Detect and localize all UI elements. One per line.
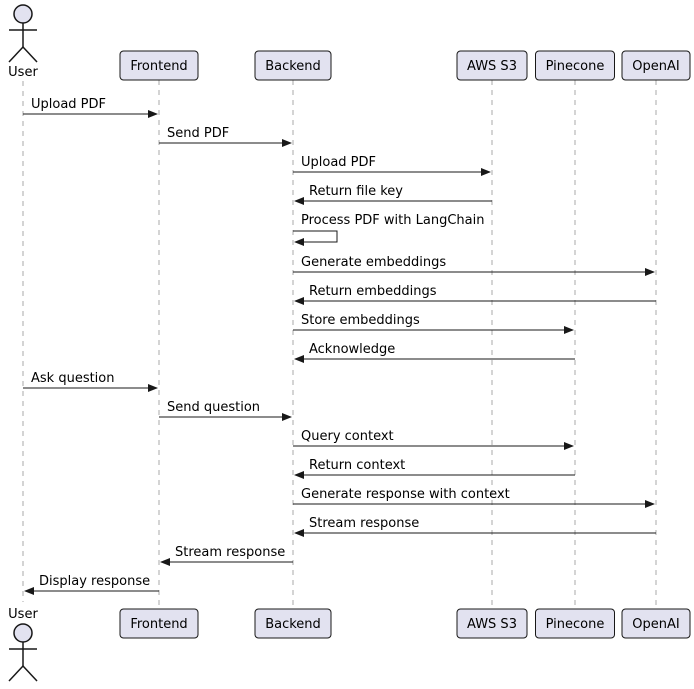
arrowhead-left-icon [294, 297, 304, 305]
message-14-stream-response [294, 529, 656, 537]
arrowhead-right-icon [564, 442, 574, 450]
arrowhead-left-icon [294, 471, 304, 479]
participant-label-bottom-backend: Backend [265, 617, 321, 632]
message-0-upload-pdf [23, 110, 158, 118]
self-message-line [293, 230, 338, 243]
message-label: Send question [167, 400, 260, 415]
actor-leg-right [22, 46, 38, 63]
participant-label-bottom-pinecone: Pinecone [546, 617, 605, 632]
participant-box-top-backend [254, 50, 332, 81]
message-5-generate-embeddings [293, 268, 655, 276]
arrowhead-right-icon [148, 110, 158, 118]
message-12-return-context [294, 471, 575, 479]
actor-leg-left [8, 665, 24, 682]
participant-box-top-aws-s3 [456, 50, 528, 81]
actor-figure-bottom-user [8, 623, 38, 682]
message-label: Acknowledge [309, 342, 395, 357]
message-1-send-pdf [159, 139, 292, 147]
message-16-display-response [24, 587, 159, 595]
message-label: Return context [309, 458, 405, 473]
message-label: Stream response [175, 545, 285, 560]
actor-leg-left [8, 46, 24, 63]
actor-head [13, 623, 33, 643]
message-7-store-embeddings [293, 326, 574, 334]
participant-box-bottom-pinecone [535, 608, 615, 639]
arrowhead-left-icon [294, 355, 304, 363]
participant-box-top-openai [621, 50, 691, 81]
participant-box-top-frontend [119, 50, 199, 81]
arrowhead-right-icon [282, 413, 292, 421]
message-8-acknowledge [294, 355, 575, 363]
arrowhead-right-icon [148, 384, 158, 392]
message-3-return-file-key [294, 197, 492, 205]
message-11-query-context [293, 442, 574, 450]
participant-box-bottom-openai [621, 608, 691, 639]
arrowhead-right-icon [564, 326, 574, 334]
arrowhead-left-icon [294, 529, 304, 537]
message-4-process-pdf-with-langchain [293, 230, 338, 246]
participant-box-bottom-aws-s3 [456, 608, 528, 639]
message-10-send-question [159, 413, 292, 421]
message-label: Return file key [309, 184, 403, 199]
message-13-generate-response-with-context [293, 500, 655, 508]
message-label: Return embeddings [309, 284, 437, 299]
participant-label-top-frontend: Frontend [130, 59, 187, 74]
participant-label-bottom-openai: OpenAI [632, 617, 679, 632]
arrowhead-left-icon [24, 587, 34, 595]
arrowhead-right-icon [645, 268, 655, 276]
message-label: Generate embeddings [301, 255, 446, 270]
participant-label-top-backend: Backend [265, 59, 321, 74]
message-label: Upload PDF [31, 97, 106, 112]
arrowhead-right-icon [645, 500, 655, 508]
message-label: Send PDF [167, 126, 229, 141]
participant-box-top-pinecone [535, 50, 615, 81]
message-label: Upload PDF [301, 155, 376, 170]
arrowhead-left-icon [160, 558, 170, 566]
message-label: Ask question [31, 371, 115, 386]
message-label: Store embeddings [301, 313, 420, 328]
arrowhead-right-icon [481, 168, 491, 176]
participant-label-bottom-aws-s3: AWS S3 [467, 617, 517, 632]
arrowhead-left-icon [294, 197, 304, 205]
message-label: Stream response [309, 516, 419, 531]
message-label: Generate response with context [301, 487, 510, 502]
message-6-return-embeddings [294, 297, 656, 305]
message-label: Query context [301, 429, 394, 444]
actor-label-bottom-user: User [8, 607, 38, 622]
actor-head [13, 4, 33, 24]
participant-label-bottom-frontend: Frontend [130, 617, 187, 632]
message-label: Display response [39, 574, 150, 589]
message-15-stream-response [160, 558, 293, 566]
participant-box-bottom-frontend [119, 608, 199, 639]
arrowhead-right-icon [282, 139, 292, 147]
actor-leg-right [22, 665, 38, 682]
arrowhead-left-icon [294, 238, 304, 246]
participant-label-top-openai: OpenAI [632, 59, 679, 74]
message-9-ask-question [23, 384, 158, 392]
actor-label-top-user: User [8, 65, 38, 80]
participant-label-top-pinecone: Pinecone [546, 59, 605, 74]
actor-figure-top-user [8, 4, 38, 63]
participant-label-top-aws-s3: AWS S3 [467, 59, 517, 74]
message-2-upload-pdf [293, 168, 491, 176]
participant-box-bottom-backend [254, 608, 332, 639]
message-label: Process PDF with LangChain [301, 213, 484, 228]
